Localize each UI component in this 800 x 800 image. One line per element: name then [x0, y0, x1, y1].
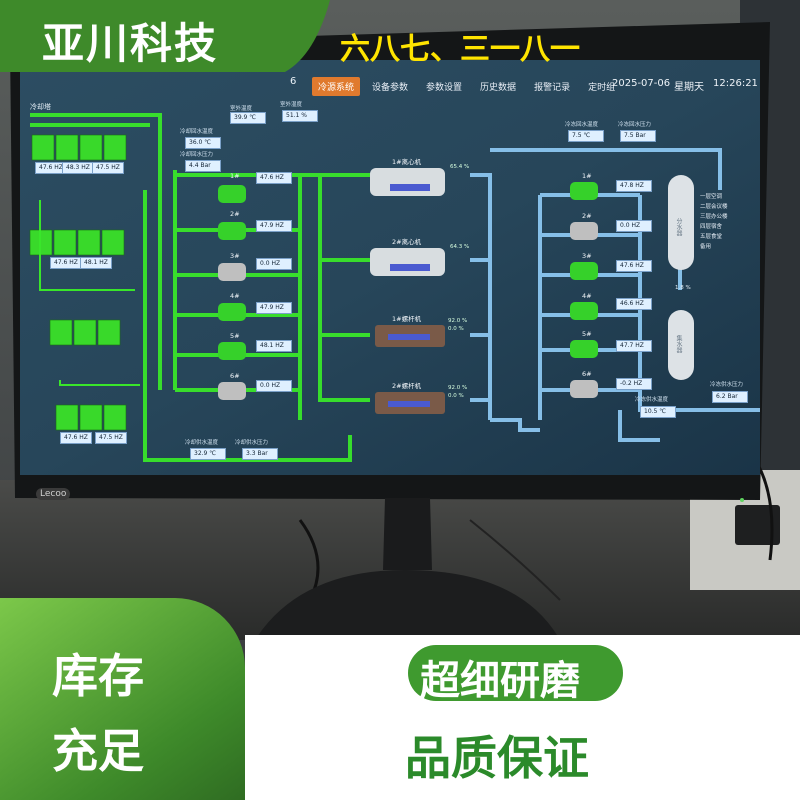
right-bottom-sensor-label-0: 冷冻供水压力	[710, 382, 744, 388]
time-display: 12:26:21	[713, 78, 758, 89]
brand-title: 亚川科技	[42, 19, 219, 68]
right-top-sensor-value-1: 7.5 Bar	[620, 130, 656, 142]
cooling-pump-freq-2: 0.0 HZ	[256, 258, 292, 270]
chilled-pump-name-4: 5#	[582, 330, 592, 338]
chilled-pump-name-2: 3#	[582, 252, 592, 260]
brand-banner	[0, 0, 330, 72]
legend-item-0: 一层空调	[700, 194, 723, 200]
tab-schedule[interactable]: 定时组	[588, 82, 616, 93]
tower-freq-3: 47.6 HZ	[50, 257, 82, 269]
tab-history[interactable]: 历史数据	[480, 82, 517, 93]
cooling-pump-name-0: 1#	[230, 172, 240, 180]
footer-green-panel	[0, 598, 245, 800]
hotline-slogan: 六八七、三一八一	[340, 32, 580, 67]
top-sensor-value-0: 39.9 ℃	[230, 112, 266, 124]
bottom-sensor-label-0: 冷却供水温度	[185, 440, 219, 446]
legend-item-3: 四层宿舍	[700, 224, 723, 230]
tab-alarms[interactable]: 报警记录	[534, 82, 571, 93]
left-sensor-label-1: 冷却回水压力	[180, 152, 214, 158]
scada-screen: 冷却塔 室外温度 39.9 ℃ 室外湿度 51.1 % 冷却回水温度 36.0 …	[20, 60, 760, 475]
cooling-pump-freq-0: 47.6 HZ	[256, 172, 292, 184]
left-sensor-value-0: 36.0 ℃	[185, 137, 221, 149]
chiller-name-3: 2#螺杆机	[392, 382, 422, 390]
monitor-brand-logo: Lecoo	[36, 488, 71, 500]
chilled-pump-freq-4: 47.7 HZ	[616, 340, 652, 352]
top-nav-tabs: 冷源系统 设备参数 参数设置 历史数据 报警记录 定时组	[312, 72, 621, 100]
bottom-sensor-label-1: 冷却供水压力	[235, 440, 269, 446]
legend-item-2: 三层办公楼	[700, 214, 728, 220]
tower-freq-1: 48.3 HZ	[62, 162, 94, 174]
date-display: 2025-07-06	[612, 78, 671, 89]
left-sensor-label-0: 冷却回水温度	[180, 129, 214, 135]
legend-item-1: 二层会议楼	[700, 204, 728, 210]
chiller-load-0: 65.4 %	[450, 164, 470, 170]
top-sensor-value-1: 51.1 %	[282, 110, 318, 122]
chilled-pump-freq-1: 0.0 HZ	[616, 220, 652, 232]
top-sensor-label-1: 室外湿度	[280, 102, 303, 108]
chiller-load-3: 92.0 %	[448, 385, 468, 391]
legend-item-5: 备用	[700, 244, 712, 250]
tab-device-params[interactable]: 设备参数	[372, 82, 409, 93]
quality-guarantee: 品质保证	[405, 731, 589, 785]
cooling-pump-name-3: 4#	[230, 292, 240, 300]
weekday-display: 星期天	[674, 82, 704, 93]
chiller-name-0: 1#离心机	[392, 158, 422, 166]
right-bottom-sensor-label-1: 冷冻供水温度	[635, 397, 669, 403]
feature-pill	[408, 645, 623, 701]
right-top-sensor-label-1: 冷冻回水压力	[618, 122, 652, 128]
bottom-sensor-value-0: 32.9 ℃	[190, 448, 226, 460]
cooling-towers	[29, 134, 140, 431]
right-top-sensor-label-0: 冷冻回水温度	[565, 122, 599, 128]
chilled-pump-name-0: 1#	[582, 172, 592, 180]
pipe-network	[30, 113, 760, 462]
chilled-pump-freq-0: 47.8 HZ	[616, 180, 652, 192]
stock-line-1: 库存	[52, 649, 144, 703]
chiller-name-1: 2#离心机	[392, 238, 422, 246]
cooling-pump-name-5: 6#	[230, 372, 240, 380]
right-bottom-sensor-value-1: 10.5 ℃	[640, 406, 676, 418]
divider-label: 集水器	[675, 335, 682, 353]
cooling-pump-freq-1: 47.9 HZ	[256, 220, 292, 232]
tower-freq-6: 47.5 HZ	[95, 432, 127, 444]
right-bottom-sensor-value-0: 6.2 Bar	[712, 391, 748, 403]
tower-freq-5: 47.6 HZ	[60, 432, 92, 444]
legend-item-4: 五层食堂	[700, 234, 723, 240]
tower-freq-4: 48.1 HZ	[80, 257, 112, 269]
bottom-sensor-value-1: 3.3 Bar	[242, 448, 278, 460]
cooling-pump-freq-4: 48.1 HZ	[256, 340, 292, 352]
chilled-pump-name-3: 4#	[582, 292, 592, 300]
tower-freq-0: 47.6 HZ	[35, 162, 67, 174]
cooling-pump-name-1: 2#	[230, 210, 240, 218]
chilled-pump-freq-5: -0.2 HZ	[616, 378, 652, 390]
pump-icons	[218, 182, 598, 400]
tower-freq-2: 47.5 HZ	[92, 162, 124, 174]
bypass-value: 1.8 %	[675, 285, 691, 291]
cooling-pump-freq-5: 0.0 HZ	[256, 380, 292, 392]
collector-label: 分水器	[675, 218, 682, 236]
cooling-pump-name-2: 3#	[230, 252, 240, 260]
chiller-units	[370, 168, 445, 414]
feature-pill-text: 超细研磨	[420, 658, 580, 704]
stock-line-2: 充足	[52, 724, 144, 778]
left-sensor-value-1: 4.4 Bar	[185, 160, 221, 172]
cooling-pump-freq-3: 47.9 HZ	[256, 302, 292, 314]
ui-logo-fragment: 6	[290, 76, 297, 87]
cooling-pump-name-4: 5#	[230, 332, 240, 340]
chiller-load-1: 64.3 %	[450, 244, 470, 250]
right-top-sensor-value-0: 7.5 ℃	[568, 130, 604, 142]
chiller-sub-3: 0.0 %	[448, 393, 464, 399]
chilled-pump-name-5: 6#	[582, 370, 592, 378]
chilled-pump-name-1: 2#	[582, 212, 592, 220]
header-vessels	[668, 175, 694, 380]
chilled-pump-freq-2: 47.6 HZ	[616, 260, 652, 272]
cooling-tower-title: 冷却塔	[30, 103, 51, 111]
chiller-sub-2: 0.0 %	[448, 326, 464, 332]
tab-param-settings[interactable]: 参数设置	[426, 82, 463, 93]
chiller-load-2: 92.0 %	[448, 318, 468, 324]
top-sensor-label-0: 室外温度	[230, 106, 253, 112]
tab-cold-source[interactable]: 冷源系统	[312, 76, 361, 96]
chilled-pump-freq-3: 46.6 HZ	[616, 298, 652, 310]
chiller-name-2: 1#螺杆机	[392, 315, 422, 323]
